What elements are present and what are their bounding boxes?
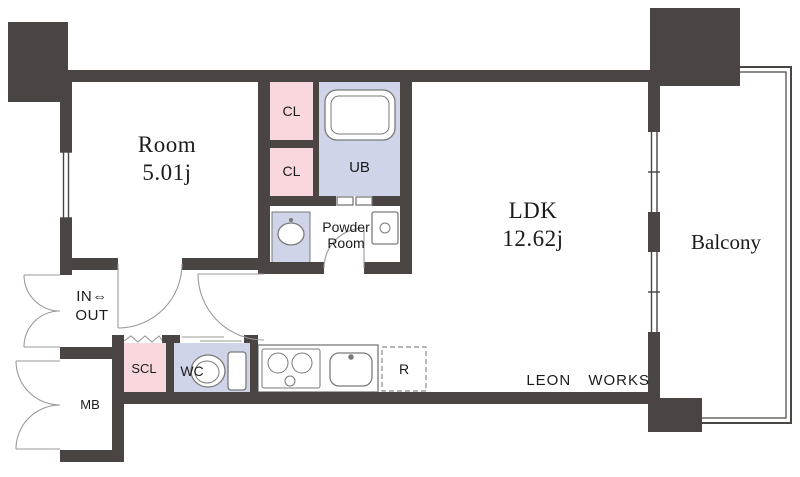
walls: [8, 8, 740, 462]
room-label-line2: 5.01j: [142, 160, 192, 185]
closet-upper-area: [270, 82, 313, 140]
ldk-label: LDK 12.62j: [433, 197, 633, 253]
entrance-label-line2: OUT: [75, 307, 109, 324]
powder-room-label-line2: Room: [327, 235, 365, 251]
meter-box-label: MB: [80, 397, 100, 412]
washer-pan-icon: [371, 211, 399, 245]
company-name: LEON WORKS: [526, 372, 650, 389]
room-label-line1: Room: [137, 132, 197, 157]
kitchen-sink-icon: [329, 352, 373, 387]
unit-bath-label: UB: [349, 159, 370, 176]
closet-lower-label: CL: [282, 163, 301, 179]
washbasin-icon: [271, 211, 311, 265]
meter-box-door-arcs: [15, 360, 61, 450]
ldk-label-line1: LDK: [508, 198, 558, 223]
shoe-closet-label: SCL: [131, 361, 157, 376]
closet-lower-area: [270, 148, 313, 196]
powder-door-arc: [323, 227, 365, 269]
room-door-arc: [117, 263, 183, 329]
shoe-closet-folding-door: [123, 335, 163, 343]
entrance-label: IN⇔ OUT: [62, 287, 122, 325]
window-balcony-upper: [648, 132, 660, 212]
ldk-label-line2: 12.62j: [502, 226, 564, 251]
room-label: Room 5.01j: [77, 131, 257, 187]
entrance-label-line1: IN⇔: [76, 288, 108, 305]
ldk-door-arc: [197, 273, 265, 341]
bathtub-icon: [324, 89, 396, 141]
closet-upper-label: CL: [282, 103, 301, 119]
window-balcony-lower: [648, 252, 660, 332]
unit-bath-folding-door: [336, 196, 373, 206]
stove-icon: [261, 348, 321, 389]
balcony-label: Balcony: [691, 230, 761, 254]
shoe-closet-area: [124, 343, 166, 392]
powder-room-label: Powder Room: [298, 219, 394, 251]
wc-label: WC: [180, 363, 204, 379]
balcony-railing: [658, 66, 792, 424]
toilet-icon: [190, 351, 247, 391]
refrigerator-space: [381, 346, 427, 392]
powder-room-label-line1: Powder: [322, 219, 370, 235]
entrance-door-arcs: [23, 274, 61, 348]
wc-sliding-door: [182, 336, 242, 342]
refrigerator-label: R: [398, 361, 410, 377]
window-left: [60, 151, 72, 219]
